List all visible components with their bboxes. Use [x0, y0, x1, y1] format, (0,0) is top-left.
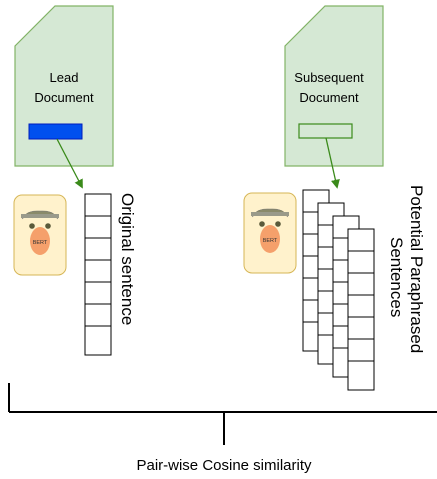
document-icon: [284, 5, 384, 167]
arrow-icon: [325, 137, 340, 189]
lead-doc-title-line2: Document: [34, 90, 94, 105]
bert-icon-text: BERT: [33, 240, 48, 246]
subsequent-document: Subsequent Document: [284, 5, 384, 167]
token-cell: [84, 325, 112, 356]
paraphrase-column: [347, 228, 375, 391]
document-icon: [14, 5, 114, 167]
token-cell: [84, 215, 112, 239]
subsequent-sentence-highlight: [298, 123, 353, 139]
bert-icon: BERT: [243, 192, 297, 274]
subsequent-doc-title-line2: Document: [299, 90, 359, 105]
original-sentence-tokens: [84, 193, 112, 356]
paraphrase-label-line1: Potential Paraphrased: [407, 185, 426, 353]
token-cell: [84, 303, 112, 327]
bert-icon: BERT: [13, 194, 67, 276]
original-sentence-label: Original sentence: [118, 193, 137, 325]
bert-icon-text: BERT: [263, 238, 278, 244]
cosine-similarity-label: Pair-wise Cosine similarity: [136, 457, 312, 474]
token-cell: [84, 237, 112, 261]
lead-doc-title-line1: Lead: [50, 70, 79, 85]
token-cell: [84, 259, 112, 283]
token-cell: [84, 193, 112, 217]
similarity-bracket: [8, 383, 437, 445]
arrow-icon: [56, 138, 83, 189]
subsequent-doc-title-line1: Subsequent: [294, 70, 364, 85]
paraphrase-label-line2: Sentences: [387, 237, 406, 317]
token-cell: [84, 281, 112, 305]
lead-document: Lead Document: [14, 5, 114, 167]
paraphrase-stack: [302, 189, 375, 391]
lead-sentence-highlight: [28, 123, 83, 140]
